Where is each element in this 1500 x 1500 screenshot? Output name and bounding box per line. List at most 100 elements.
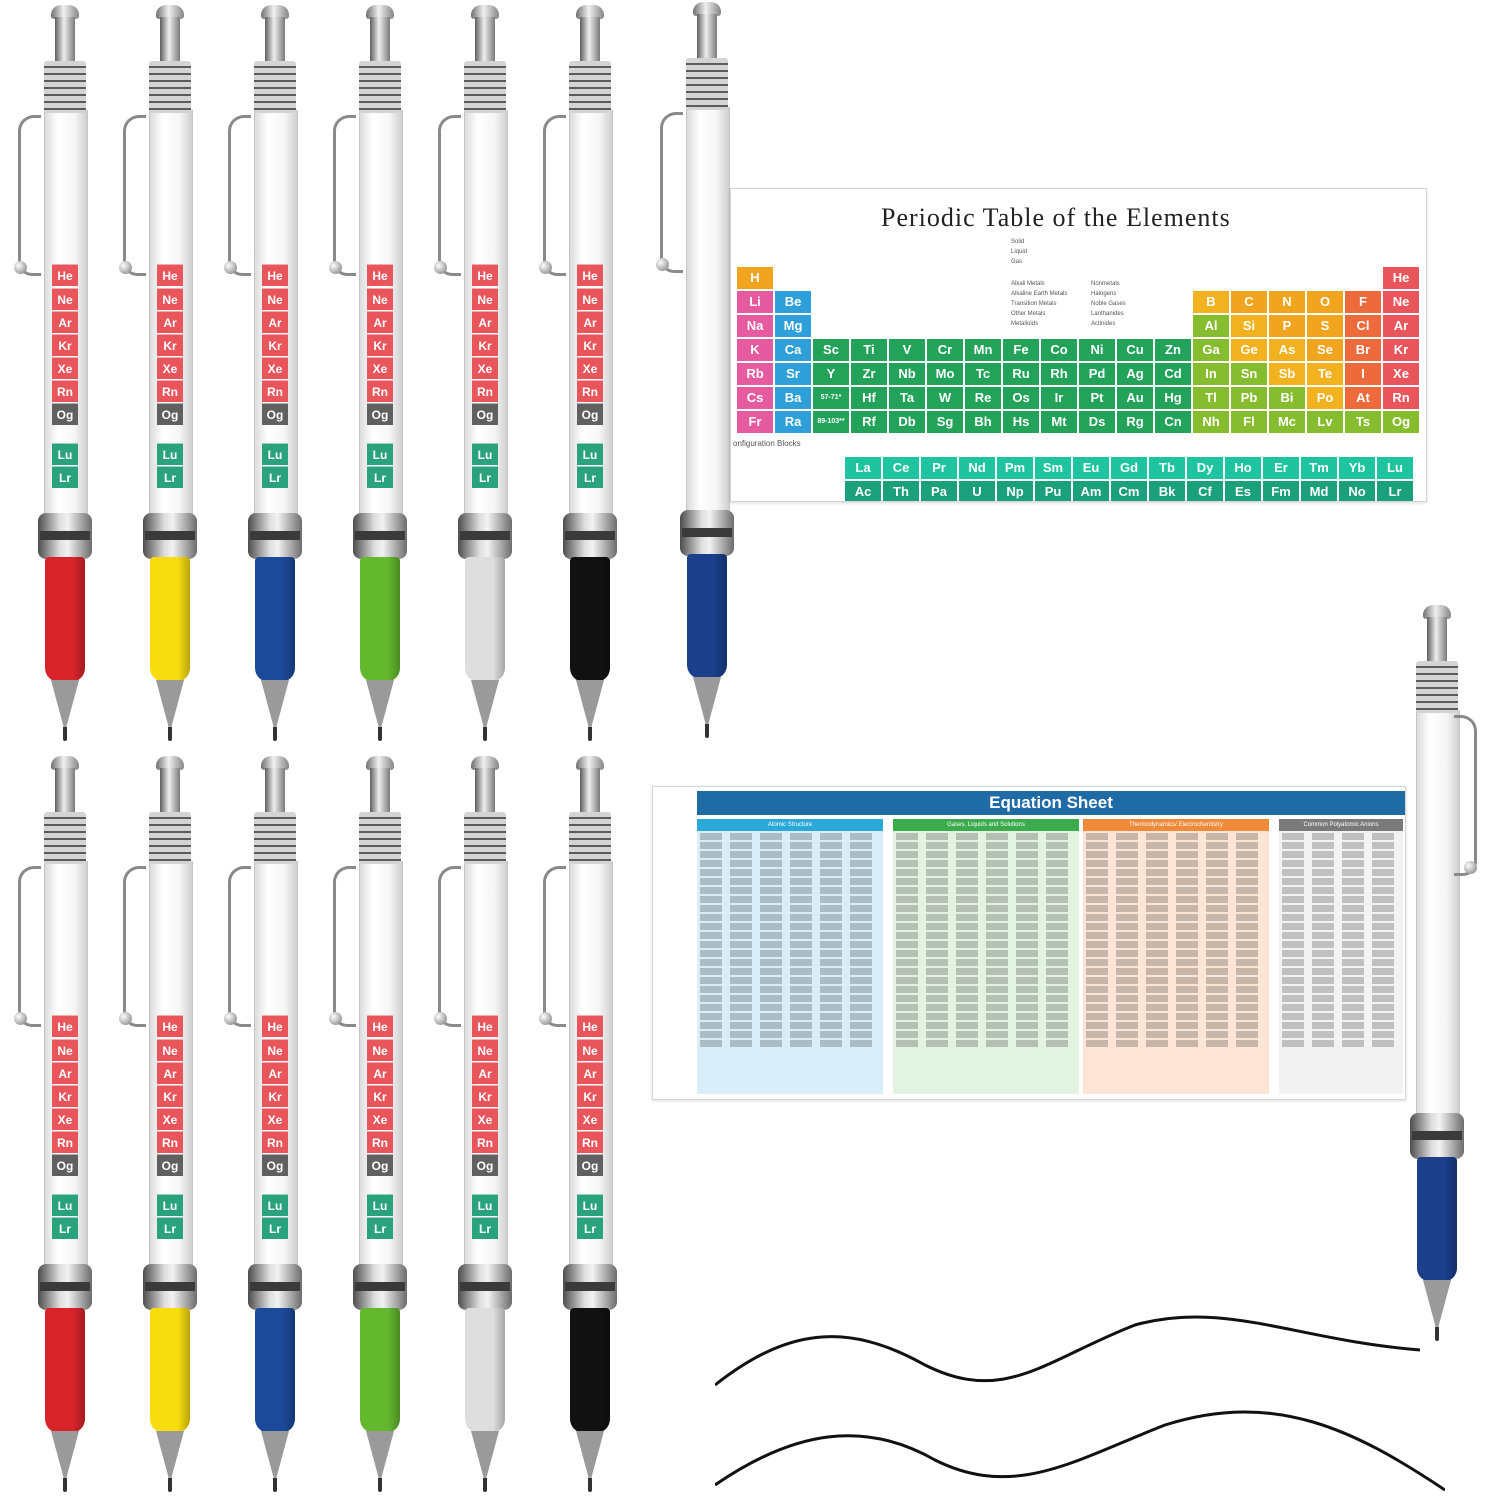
strip-element-tile: Xe	[262, 1108, 288, 1130]
pen-grip	[360, 557, 400, 682]
pen-cap	[156, 5, 184, 19]
element-cell: Cr	[927, 339, 963, 361]
equation-line	[1086, 941, 1266, 948]
strip-element-tile: Og	[262, 1154, 288, 1176]
pen-ballpoint	[273, 727, 277, 741]
element-cell: Re	[965, 387, 1001, 409]
actinide-cell: Np	[997, 481, 1033, 501]
legend-category: Alkali Metals	[1011, 281, 1045, 287]
strip-element-tile: Ne	[262, 288, 288, 310]
pen-ballpoint	[588, 727, 592, 741]
strip-element-tile: Rn	[157, 380, 183, 402]
element-cell: Ti	[851, 339, 887, 361]
actinide-cell: Th	[883, 481, 919, 501]
pen-cap	[471, 756, 499, 770]
strip-element-tile: Lr	[262, 466, 288, 488]
element-cell: Fl	[1231, 411, 1267, 433]
pen-clip-ball	[434, 1012, 447, 1025]
pen-clip	[438, 866, 461, 1027]
element-cell: Ru	[1003, 363, 1039, 385]
strip-element-tile: Lr	[367, 466, 393, 488]
pen-ballpoint	[63, 727, 67, 741]
strip-element-tile: Ar	[262, 311, 288, 333]
equation-line	[896, 887, 1076, 894]
equation-line	[700, 941, 880, 948]
pen-clip-ball	[224, 261, 237, 274]
strip-element-tile: He	[577, 264, 603, 286]
pen-clip	[438, 115, 461, 276]
legend-category: Alkaline Earth Metals	[1011, 291, 1068, 297]
equation-line	[700, 896, 880, 903]
pen-collar-ring	[565, 1282, 615, 1291]
strip-element-tile: Lu	[262, 1194, 288, 1216]
pen-clip	[660, 112, 683, 273]
strip-element-tile: Og	[367, 1154, 393, 1176]
equation-line	[700, 851, 880, 858]
element-cell: Hg	[1155, 387, 1191, 409]
pen-ballpoint	[483, 1478, 487, 1492]
equation-line	[1282, 941, 1400, 948]
strip-element-tile: Ne	[367, 1039, 393, 1061]
periodic-table-banner: Periodic Table of the Elements Solid Liq…	[730, 188, 1427, 502]
element-cell: Bi	[1269, 387, 1305, 409]
equation-line	[1086, 905, 1266, 912]
pen-plunger	[160, 768, 180, 812]
element-cell: Mo	[927, 363, 963, 385]
strip-element-tile: He	[472, 1015, 498, 1037]
lanthanide-cell: Sm	[1035, 457, 1071, 479]
lanthanide-cell: La	[845, 457, 881, 479]
equation-line	[1282, 977, 1400, 984]
equation-column: Atomic Structure	[697, 819, 883, 1094]
pen-plunger	[580, 17, 600, 61]
equation-line	[1086, 833, 1266, 840]
equation-line	[1282, 833, 1400, 840]
equation-column: Thermodynamics/ Electrochemistry	[1083, 819, 1269, 1094]
element-cell: Al	[1193, 315, 1229, 337]
element-cell: Ar	[1383, 315, 1419, 337]
pen-collar-ring	[565, 531, 615, 540]
element-cell: Se	[1307, 339, 1343, 361]
equation-line	[896, 941, 1076, 948]
pen-plunger	[265, 17, 285, 61]
actinide-cell: Pa	[921, 481, 957, 501]
pen-spring	[149, 812, 191, 864]
strip-element-tile: Rn	[262, 380, 288, 402]
pen-grip	[45, 1308, 85, 1433]
equation-line	[1282, 968, 1400, 975]
strip-element-tile: Kr	[577, 334, 603, 356]
pen-clip-ball	[539, 1012, 552, 1025]
pen-tip-cone	[51, 1431, 79, 1483]
pen-tip-cone	[471, 680, 499, 732]
pen-collar-ring	[145, 531, 195, 540]
element-cell: Tc	[965, 363, 1001, 385]
strip-element-tile: He	[157, 264, 183, 286]
lanthanide-cell: Ho	[1225, 457, 1261, 479]
element-cell: Pd	[1079, 363, 1115, 385]
element-cell: Kr	[1383, 339, 1419, 361]
element-cell: Cl	[1345, 315, 1381, 337]
element-cell: In	[1193, 363, 1229, 385]
strip-element-tile: Og	[577, 403, 603, 425]
equation-line	[1282, 1004, 1400, 1011]
strip-element-tile: Ar	[367, 311, 393, 333]
element-cell: Te	[1307, 363, 1343, 385]
pen-plunger	[1427, 617, 1447, 661]
equation-line	[1086, 1022, 1266, 1029]
element-cell: Rh	[1041, 363, 1077, 385]
equation-line	[1086, 914, 1266, 921]
element-cell: Na	[737, 315, 773, 337]
strip-element-tile: Ne	[472, 288, 498, 310]
actinide-cell: U	[959, 481, 995, 501]
pen-clip-ball	[1464, 861, 1477, 874]
pen-clip	[333, 115, 356, 276]
element-cell: Po	[1307, 387, 1343, 409]
element-cell: Ra	[775, 411, 811, 433]
pen-tip-cone	[51, 680, 79, 732]
element-cell: At	[1345, 387, 1381, 409]
